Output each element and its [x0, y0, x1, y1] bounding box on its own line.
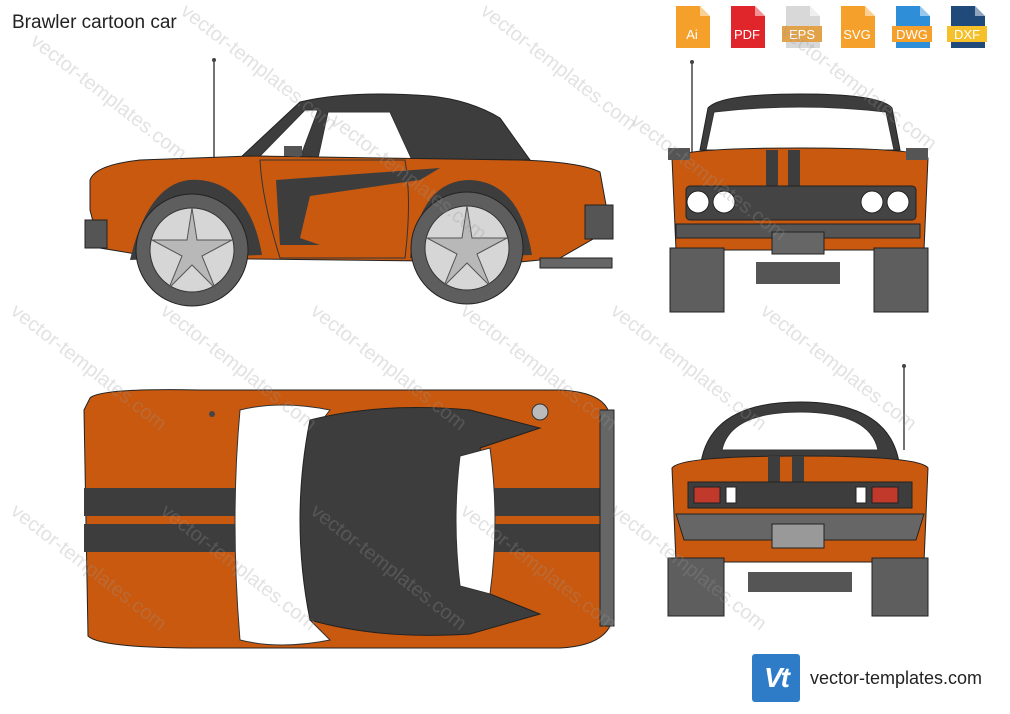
pdf-file-icon[interactable]: PDF	[723, 4, 771, 50]
ai-label: Ai	[686, 27, 698, 42]
eps-label: EPS	[788, 27, 815, 42]
brand[interactable]: Vt vector-templates.com	[752, 654, 982, 702]
svg-label: SVG	[843, 27, 871, 42]
pdf-label: PDF	[734, 27, 760, 42]
dxf-label: DXF	[954, 27, 980, 42]
ai-file-icon[interactable]: Ai	[668, 4, 716, 50]
dwg-label: DWG	[896, 27, 928, 42]
page-title: Brawler cartoon car	[12, 12, 177, 33]
eps-file-icon[interactable]: EPS	[778, 4, 826, 50]
dxf-file-icon[interactable]: DXF	[943, 4, 991, 50]
brand-name: vector-templates.com	[810, 667, 983, 688]
side-stripe	[276, 168, 440, 245]
front-view	[668, 60, 929, 313]
dwg-file-icon[interactable]: DWG	[888, 4, 936, 50]
side-view	[84, 58, 614, 307]
rear-view	[667, 364, 929, 617]
svg-file-icon[interactable]: SVG	[833, 4, 881, 50]
front-windshield	[705, 106, 895, 151]
brand-logo: Vt	[752, 654, 800, 702]
format-icons: Ai PDF EPS SVG DWG DXF	[668, 4, 991, 50]
rear-window	[721, 411, 879, 451]
top-view	[83, 389, 615, 649]
